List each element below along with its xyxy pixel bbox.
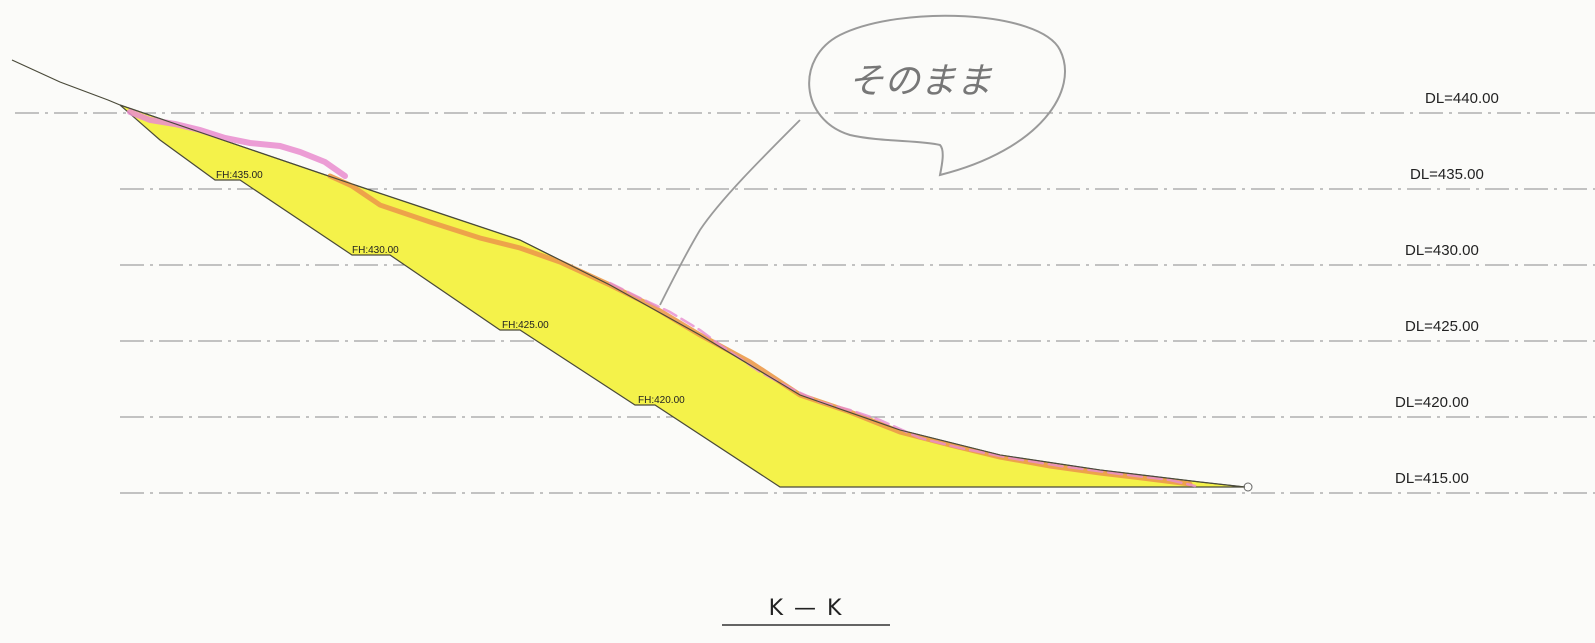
surface-band-pink bbox=[127, 109, 348, 179]
ground-surface-line bbox=[119, 104, 1246, 488]
existing-ground-line bbox=[11, 59, 121, 106]
datum-label: DL=440.00 bbox=[1425, 90, 1499, 107]
datum-label: DL=415.00 bbox=[1395, 470, 1469, 487]
surface-band-pink-lower bbox=[608, 281, 1197, 488]
datum-label: DL=430.00 bbox=[1405, 242, 1479, 259]
datum-label: DL=420.00 bbox=[1395, 394, 1469, 411]
formation-level-label: FH:435.00 bbox=[216, 170, 263, 181]
formation-level-label: FH:420.00 bbox=[638, 395, 685, 406]
datum-label: DL=435.00 bbox=[1410, 166, 1484, 183]
note-leader-line bbox=[659, 119, 801, 306]
section-label: K — K bbox=[769, 596, 844, 621]
formation-level-label: FH:430.00 bbox=[352, 245, 399, 256]
note-text: そのまま bbox=[848, 61, 993, 102]
end-marker bbox=[1243, 482, 1253, 492]
note-bubble bbox=[808, 14, 1066, 177]
datum-label: DL=425.00 bbox=[1405, 318, 1479, 335]
formation-level-label: FH:425.00 bbox=[502, 320, 549, 331]
